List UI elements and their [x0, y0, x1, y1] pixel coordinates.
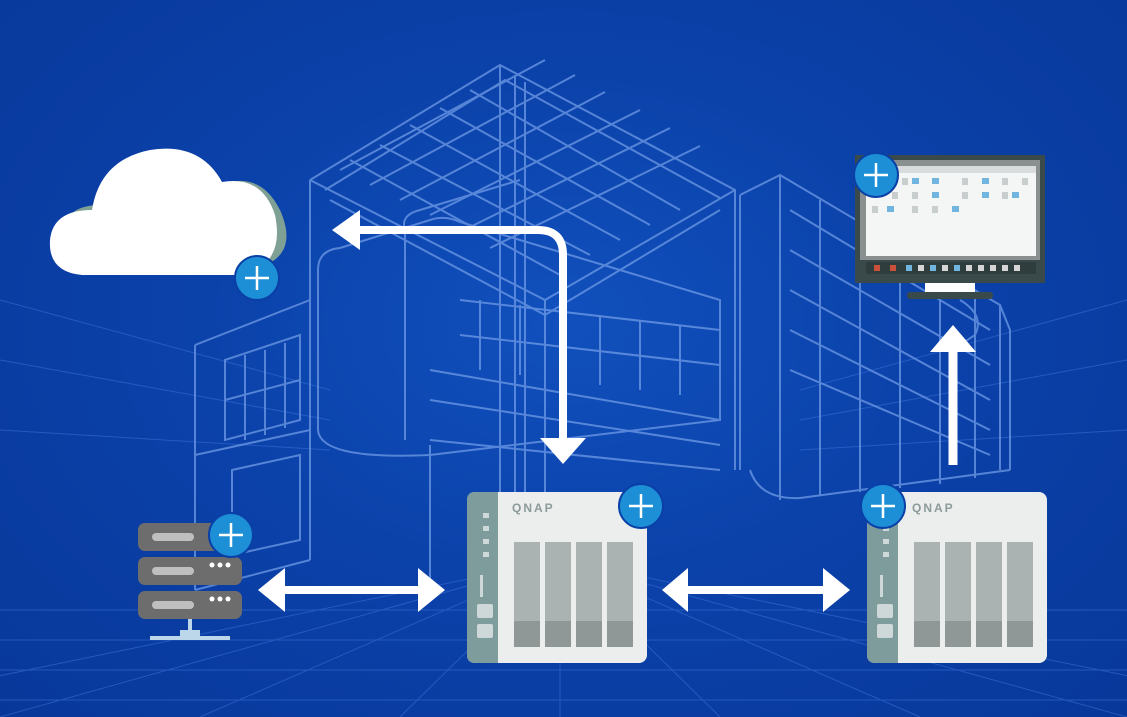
nas-brand-label: QNAP — [512, 501, 555, 515]
plus-icon[interactable] — [853, 152, 899, 198]
plus-icon[interactable] — [234, 255, 280, 301]
plus-icon[interactable] — [618, 483, 664, 529]
cloud-node — [49, 148, 287, 301]
nas-primary-node: QNAP — [467, 483, 664, 663]
nas-secondary-node: QNAP — [860, 483, 1047, 663]
arrow-nas-nas — [662, 568, 850, 612]
plus-icon[interactable] — [860, 483, 906, 529]
plus-icon[interactable] — [208, 512, 254, 558]
building-wireframe — [194, 59, 1011, 600]
arrow-nas-to-desktop — [930, 325, 976, 465]
arrow-server-nas — [258, 568, 445, 612]
server-node — [138, 512, 254, 640]
nas-brand-label: QNAP — [912, 501, 955, 515]
arrow-nas-to-cloud — [332, 210, 586, 464]
desktop-node — [853, 152, 1045, 299]
file-icons — [887, 178, 1019, 212]
